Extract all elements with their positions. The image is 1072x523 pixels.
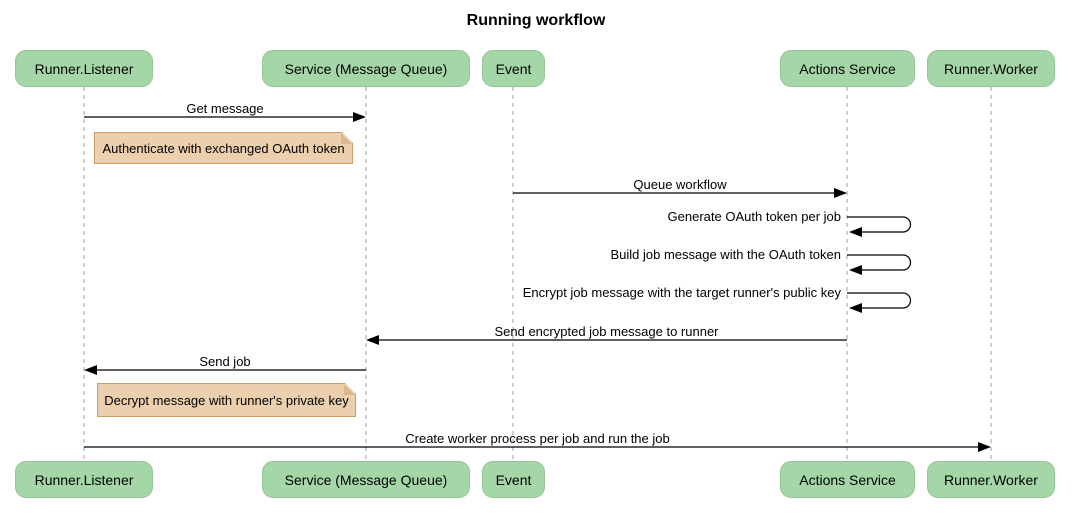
actor-top-service-message-queue: Service (Message Queue)	[262, 50, 470, 87]
note-text: Decrypt message with runner's private ke…	[104, 392, 349, 408]
message-label-create-worker-process: Create worker process per job and run th…	[405, 431, 670, 446]
actor-label: Runner.Listener	[34, 471, 134, 488]
arrow-self-encrypt-job-message	[847, 292, 912, 313]
message-label-build-job-message: Build job message with the OAuth token	[610, 247, 841, 262]
actor-label: Service (Message Queue)	[284, 471, 448, 488]
message-label-generate-oauth-token: Generate OAuth token per job	[667, 209, 841, 224]
actor-top-runner-worker: Runner.Worker	[927, 50, 1055, 87]
actor-bottom-event: Event	[482, 461, 545, 498]
actor-label: Runner.Listener	[34, 60, 134, 77]
actor-top-runner-listener: Runner.Listener	[15, 50, 153, 87]
note-authenticate-oauth: Authenticate with exchanged OAuth token	[94, 132, 353, 164]
actor-label: Runner.Worker	[944, 60, 1038, 77]
actor-label: Event	[495, 471, 532, 488]
message-label-send-job: Send job	[199, 354, 251, 369]
message-label-send-encrypted-message: Send encrypted job message to runner	[494, 324, 719, 339]
actor-bottom-runner-worker: Runner.Worker	[927, 461, 1055, 498]
actor-bottom-service-message-queue: Service (Message Queue)	[262, 461, 470, 498]
note-text: Authenticate with exchanged OAuth token	[102, 140, 345, 156]
arrow-self-build-job-message	[847, 254, 912, 275]
actor-bottom-runner-listener: Runner.Listener	[15, 461, 153, 498]
actor-label: Runner.Worker	[944, 471, 1038, 488]
message-label-get-message: Get message	[186, 101, 264, 116]
actor-top-event: Event	[482, 50, 545, 87]
actor-label: Event	[495, 60, 532, 77]
note-fold-corner	[341, 133, 352, 144]
arrow-self-generate-oauth-token	[847, 216, 912, 237]
note-decrypt-message: Decrypt message with runner's private ke…	[97, 383, 356, 417]
actor-label: Actions Service	[799, 60, 896, 77]
actor-label: Service (Message Queue)	[284, 60, 448, 77]
actor-bottom-actions-service: Actions Service	[780, 461, 915, 498]
message-label-queue-workflow: Queue workflow	[633, 177, 727, 192]
message-label-encrypt-job-message: Encrypt job message with the target runn…	[522, 285, 841, 300]
note-fold-corner	[344, 384, 355, 395]
actor-top-actions-service: Actions Service	[780, 50, 915, 87]
diagram-title: Running workflow	[466, 12, 606, 29]
actor-label: Actions Service	[799, 471, 896, 488]
